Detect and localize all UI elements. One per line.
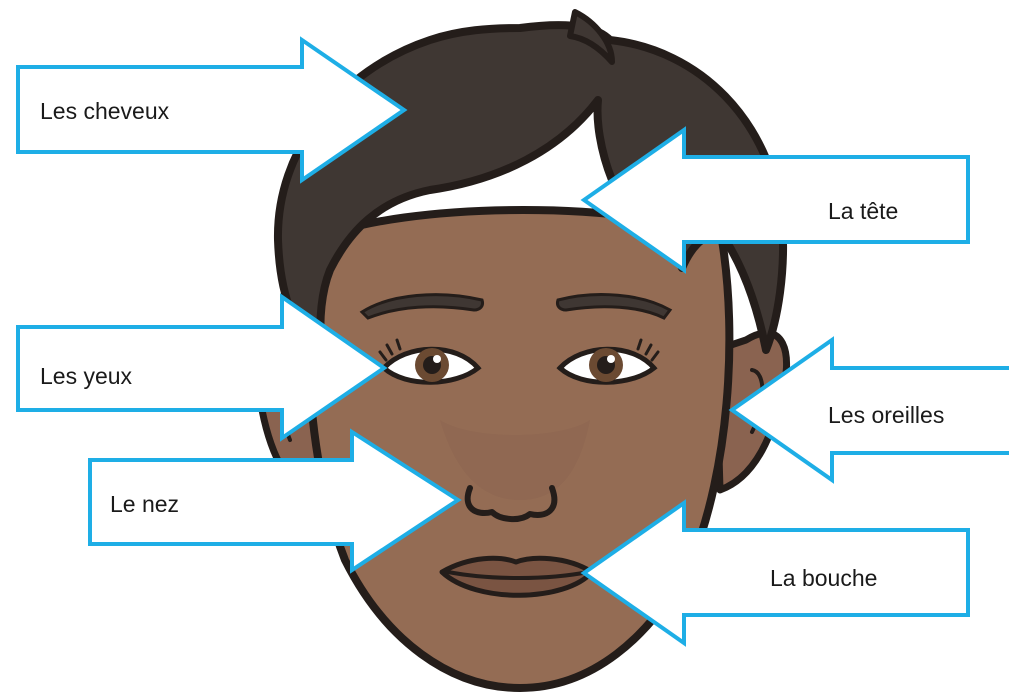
label-text-eyes: Les yeux [40, 363, 133, 389]
label-text-head: La tête [828, 198, 898, 224]
label-text-nose: Le nez [110, 491, 179, 517]
label-text-hair: Les cheveux [40, 98, 170, 124]
label-text-ears: Les oreilles [828, 402, 944, 428]
label-text-mouth: La bouche [770, 565, 877, 591]
